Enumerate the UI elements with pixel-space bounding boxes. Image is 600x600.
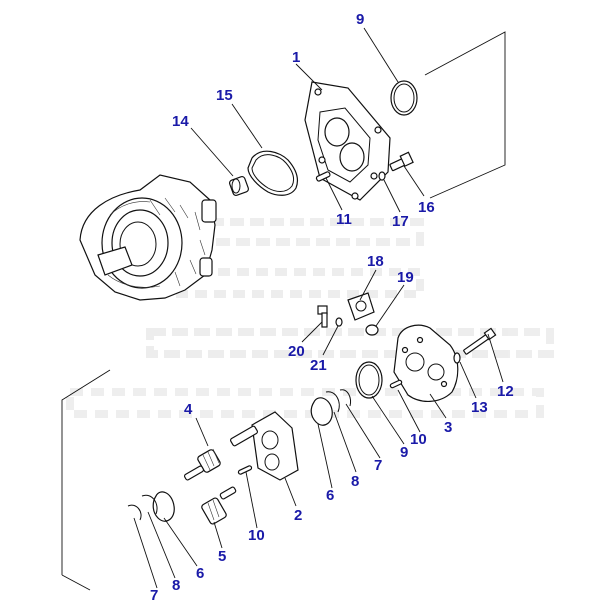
callout-5: 5 [218,548,226,565]
part-2-gear-plate [251,411,299,481]
callout-4: 4 [184,401,193,418]
part-9-oring-top [390,80,418,116]
part-7-snap-ring-left [127,504,142,521]
part-4-drive-shaft [183,425,258,481]
part-21-washer [335,317,343,327]
callout-9-lower: 9 [400,444,408,461]
assembly-frame-lines [61,31,506,591]
callout-15: 15 [216,87,233,104]
main-pump-body [79,174,217,301]
leader-lines [133,27,504,589]
callout-13: 13 [471,399,488,416]
part-9-oring-lower [355,361,383,399]
callout-20: 20 [288,343,305,360]
callout-9-top: 9 [356,11,364,28]
part-11-pin [315,171,331,182]
callout-2: 2 [294,507,302,524]
callout-1: 1 [292,49,300,66]
part-10-pin-lower [237,465,253,475]
callout-16: 16 [418,199,435,216]
callout-7-right: 7 [374,457,382,474]
callout-14: 14 [172,113,189,130]
part-9-oring-top-inner [393,83,415,113]
part-10-pin-right [389,379,403,389]
callout-12: 12 [497,383,514,400]
part-16-bolt [389,151,414,172]
callout-8-left: 8 [172,577,180,594]
callout-18: 18 [367,253,384,270]
callout-7-left: 7 [150,587,158,600]
part-17-washer [378,171,386,181]
part-7-snap-ring-right [339,389,351,407]
part-6-plate-left [152,491,175,522]
callout-8-right: 8 [351,473,359,490]
callout-3: 3 [444,419,452,436]
part-13-washer [453,352,461,364]
callout-10-lower: 10 [248,527,265,544]
part-14-bushing [228,175,250,197]
callout-21: 21 [310,357,327,374]
callout-17: 17 [392,213,409,230]
part-8-seal-right [325,391,340,413]
callout-10-right: 10 [410,431,427,448]
part-8-seal-left [141,494,158,515]
part-19-oring [365,324,379,336]
part-5-driven-gear [201,486,237,525]
part-12-bolt [463,327,497,355]
part-20-bolt [317,305,328,328]
callout-19: 19 [397,269,414,286]
callout-labels: 1 2 3 4 5 6 6 7 7 8 8 9 9 10 10 11 12 13… [150,11,514,600]
callout-6-left: 6 [196,565,204,582]
part-3-housing [393,324,459,402]
part-6-plate-right [310,397,333,426]
callout-11: 11 [336,211,352,228]
part-1-cover [304,81,391,201]
callout-6-right: 6 [326,487,334,504]
part-18-flange [347,292,375,321]
